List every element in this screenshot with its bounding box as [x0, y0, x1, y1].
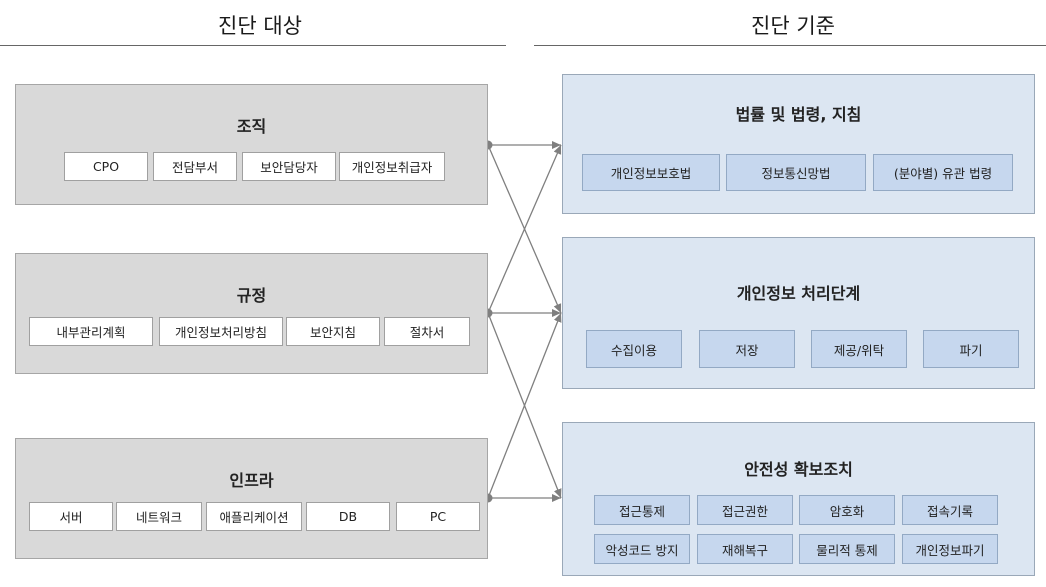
- criteria-item: 정보통신망법: [726, 154, 866, 191]
- criteria-item: 물리적 통제: [799, 534, 895, 564]
- header-diagnosis-target: 진단 대상: [218, 14, 302, 38]
- criteria-item: 접근권한: [697, 495, 793, 525]
- target-group-regulation: 규정 내부관리계획 개인정보처리방침 보안지침 절차서: [15, 253, 488, 374]
- connector-infra-to-process: [487, 312, 562, 499]
- target-group-infrastructure: 인프라 서버 네트워크 애플리케이션 DB PC: [15, 438, 488, 559]
- criteria-item: 접속기록: [902, 495, 998, 525]
- target-item: CPO: [64, 152, 148, 181]
- criteria-item: 개인정보보호법: [582, 154, 720, 191]
- header-diagnosis-criteria: 진단 기준: [751, 14, 835, 38]
- criteria-item: 파기: [923, 330, 1019, 368]
- connector-reg-to-law: [487, 144, 562, 314]
- target-item: 개인정보처리방침: [159, 317, 283, 346]
- target-group-organization: 조직 CPO 전담부서 보안담당자 개인정보취급자: [15, 84, 488, 205]
- target-item: DB: [306, 502, 390, 531]
- target-group-title: 조직: [236, 117, 267, 136]
- criteria-item: 접근통제: [594, 495, 690, 525]
- criteria-group-title: 안전성 확보조치: [744, 460, 853, 479]
- header-divider-right: [534, 45, 1046, 46]
- target-item: 개인정보취급자: [339, 152, 445, 181]
- criteria-group-title: 개인정보 처리단계: [736, 284, 861, 303]
- target-item: PC: [396, 502, 480, 531]
- criteria-group-processing: 개인정보 처리단계 수집이용 저장 제공/위탁 파기: [562, 237, 1035, 389]
- criteria-item: 저장: [699, 330, 795, 368]
- target-item: 내부관리계획: [29, 317, 153, 346]
- criteria-item: 개인정보파기: [902, 534, 998, 564]
- criteria-group-safety: 안전성 확보조치 접근통제 접근권한 암호화 접속기록 악성코드 방지 재해복구…: [562, 422, 1035, 576]
- criteria-item: (분야별) 유관 법령: [873, 154, 1013, 191]
- target-group-title: 인프라: [229, 471, 274, 490]
- target-item: 절차서: [384, 317, 470, 346]
- target-item: 전담부서: [153, 152, 237, 181]
- target-group-title: 규정: [236, 286, 267, 305]
- criteria-item: 제공/위탁: [811, 330, 907, 368]
- header-divider-left: [0, 45, 506, 46]
- criteria-group-title: 법률 및 법령, 지침: [735, 105, 862, 124]
- criteria-group-law: 법률 및 법령, 지침 개인정보보호법 정보통신망법 (분야별) 유관 법령: [562, 74, 1035, 214]
- target-item: 애플리케이션: [206, 502, 302, 531]
- target-item: 보안담당자: [242, 152, 336, 181]
- criteria-item: 재해복구: [697, 534, 793, 564]
- criteria-item: 암호화: [799, 495, 895, 525]
- criteria-item: 수집이용: [586, 330, 682, 368]
- criteria-item: 악성코드 방지: [594, 534, 690, 564]
- target-item: 보안지침: [286, 317, 380, 346]
- target-item: 네트워크: [116, 502, 202, 531]
- target-item: 서버: [29, 502, 113, 531]
